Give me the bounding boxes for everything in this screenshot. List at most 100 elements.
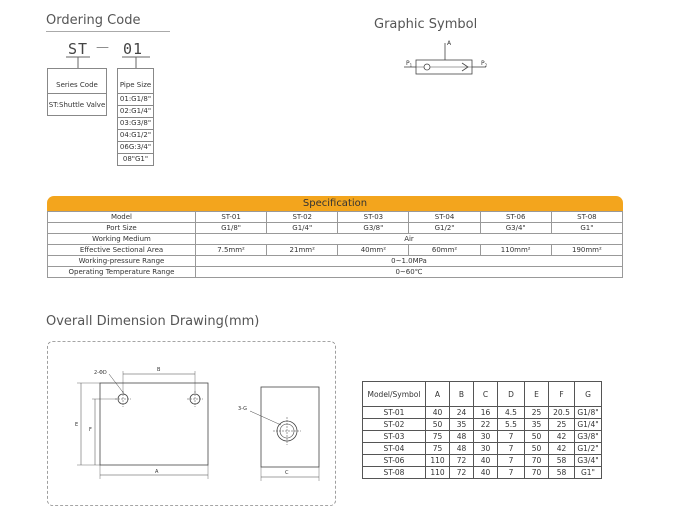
dim-cell: G3/8" (574, 430, 602, 443)
dim-cell: 7 (497, 466, 525, 479)
symbol-label-p2: P2 (481, 60, 488, 69)
spec-row-value: 0~60℃ (195, 266, 623, 278)
pipe-size-item: 02:G1/4" (118, 106, 153, 118)
dim-cell: 7 (497, 442, 525, 455)
pipe-size-item: 01:G1/8" (118, 94, 153, 106)
dim-cell: 75 (425, 442, 450, 455)
dim-cell: 70 (524, 466, 549, 479)
dim-cell: 4.5 (497, 406, 525, 419)
spec-cell: G1/4" (266, 222, 339, 234)
dim-cell: ST-01 (362, 406, 426, 419)
dim-header: C (473, 381, 498, 407)
spec-row-value: 0~1.0MPa (195, 255, 623, 267)
spec-cell: ST-01 (194, 211, 268, 223)
series-code-value: ST:Shuttle Valve (48, 101, 106, 109)
pipe-size-item: 08"G1" (122, 155, 149, 163)
spec-row-value: Air (195, 233, 623, 245)
spec-row-label: Effective Sectional Area (47, 244, 196, 256)
spec-cell: 7.5mm² (194, 244, 268, 256)
spec-cell: ST-08 (550, 211, 624, 223)
label-e: E (75, 422, 79, 428)
dim-header: B (449, 381, 474, 407)
specification-header: Specification (47, 196, 623, 211)
dim-cell: ST-04 (362, 442, 426, 455)
ordering-code-title: Ordering Code (46, 13, 141, 28)
dim-cell: 7 (497, 454, 525, 467)
code-dash: — (96, 40, 109, 55)
dimension-drawing (47, 341, 336, 506)
dim-cell: G1/8" (574, 406, 602, 419)
symbol-label-p1: P1 (406, 60, 413, 69)
label-b: B (157, 367, 161, 373)
dim-cell: 40 (473, 466, 498, 479)
label-f: F (89, 427, 92, 433)
dim-cell: 48 (449, 430, 474, 443)
series-code-box: Series Code ST:Shuttle Valve (47, 68, 107, 116)
dim-cell: G1" (574, 466, 602, 479)
label-port: 3-G (238, 406, 248, 412)
dim-cell: 30 (473, 430, 498, 443)
spec-cell: ST-02 (266, 211, 339, 223)
graphic-symbol-title: Graphic Symbol (374, 17, 478, 32)
spec-cell: ST-03 (337, 211, 410, 223)
series-code-title: Series Code (48, 69, 106, 94)
dim-cell: 72 (449, 454, 474, 467)
dim-cell: 110 (425, 454, 450, 467)
spec-cell: 190mm² (550, 244, 624, 256)
dim-header: A (425, 381, 450, 407)
dim-cell: 35 (449, 418, 474, 431)
dim-cell: 7 (497, 430, 525, 443)
dim-header: E (524, 381, 549, 407)
dim-cell: 72 (449, 466, 474, 479)
code-connector-lines (66, 56, 150, 68)
dim-header: Model/Symbol (362, 381, 426, 407)
dim-cell: 25 (548, 418, 575, 431)
pipe-size-item: 06G:3/4" (118, 142, 153, 154)
spec-cell: ST-04 (408, 211, 481, 223)
spec-row-label: Port Size (47, 222, 196, 234)
label-c: C (285, 470, 289, 476)
dim-cell: 40 (473, 454, 498, 467)
spec-row-label: Working Medium (47, 233, 196, 245)
dim-cell: 110 (425, 466, 450, 479)
dim-cell: 48 (449, 442, 474, 455)
dim-cell: ST-06 (362, 454, 426, 467)
spec-cell: G3/8" (337, 222, 410, 234)
spec-cell: 110mm² (479, 244, 552, 256)
spec-cell: ST-06 (479, 211, 552, 223)
spec-row-label: Working-pressure Range (47, 255, 196, 267)
spec-cell: G1" (550, 222, 624, 234)
dim-cell: G1/4" (574, 418, 602, 431)
dim-cell: 16 (473, 406, 498, 419)
ordering-title-rule (46, 31, 170, 32)
dim-header: F (548, 381, 575, 407)
label-hole: 2-ΦD (94, 370, 107, 376)
dim-cell: 42 (548, 442, 575, 455)
dim-cell: 22 (473, 418, 498, 431)
dim-cell: ST-02 (362, 418, 426, 431)
spec-cell: 40mm² (337, 244, 410, 256)
pipe-size-box: Pipe Size 01:G1/8" 02:G1/4" 03:G3/8" 04:… (117, 68, 154, 166)
dim-cell: G3/4" (574, 454, 602, 467)
dimension-drawing-title: Overall Dimension Drawing(mm) (46, 314, 260, 329)
dim-cell: 30 (473, 442, 498, 455)
pipe-size-item: 04:G1/2" (118, 130, 153, 142)
spec-row-label: Model (47, 211, 196, 223)
spec-cell: G3/4" (479, 222, 552, 234)
dim-cell: 25 (524, 406, 549, 419)
spec-cell: 60mm² (408, 244, 481, 256)
dim-cell: 50 (425, 418, 450, 431)
dim-cell: 58 (548, 454, 575, 467)
shuttle-valve-symbol (404, 43, 486, 75)
dim-cell: 20.5 (548, 406, 575, 419)
